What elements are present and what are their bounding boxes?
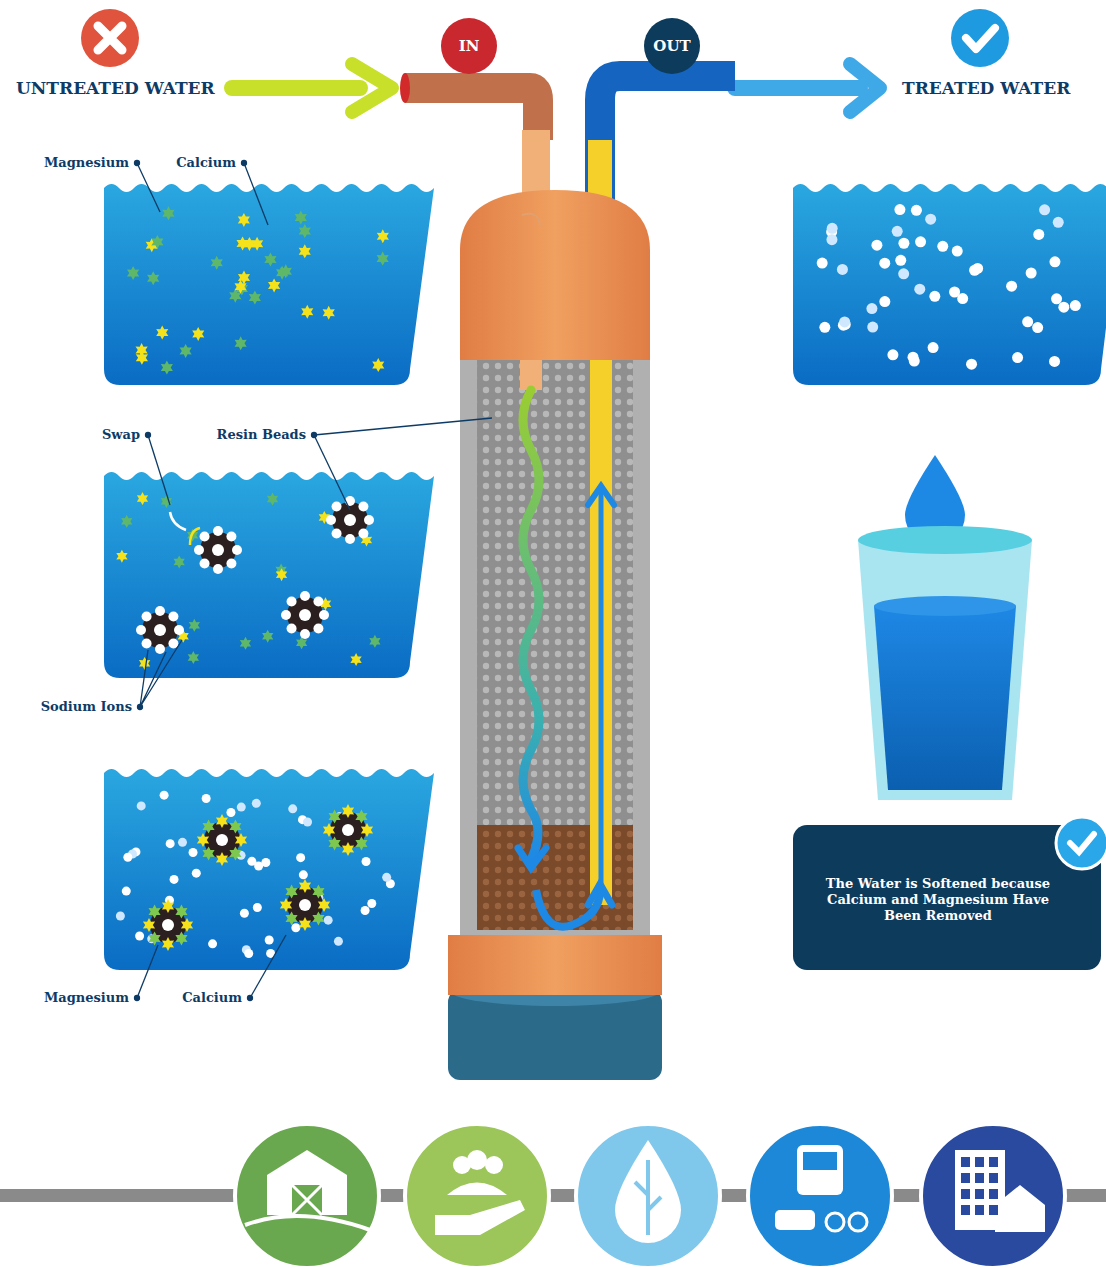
resin-bead [197,814,247,866]
building-icon [921,1124,1065,1268]
farm-icon [235,1124,379,1268]
transport-icon [748,1124,892,1268]
water-panel [104,769,434,970]
check-marker [951,9,1009,67]
glass [858,540,1032,800]
resin-bead [280,879,330,931]
riser-tube [590,360,612,905]
water-panel [104,472,434,678]
resin-bead [281,591,329,639]
check-marker [1056,817,1106,869]
inlet-marker: IN [441,18,497,74]
ion-label: Calcium [176,155,236,170]
resin-bead [136,606,184,654]
part-label: Resin Beads [217,427,306,442]
x-marker [81,9,139,67]
outlet-label: TREATED WATER [902,78,1070,98]
resin-bead [326,496,374,544]
node-text: The Water is Softened because Calcium an… [823,876,1053,925]
node-text: IN [459,37,480,56]
resin-bead [194,526,242,574]
inlet-pipe [405,88,538,140]
water-icon [576,1124,720,1268]
resin-bead [323,804,373,856]
outlet-marker: OUT [644,18,700,74]
inlet-label: UNTREATED WATER [16,78,215,98]
part-label: Sodium Ions [41,699,132,714]
ion-label: Calcium [182,990,242,1005]
tank-body [460,340,650,940]
community-icon [405,1124,549,1268]
result-box: The Water is Softened because Calcium an… [803,860,1073,940]
node-text: OUT [653,37,690,56]
outlet-pipe [600,76,735,200]
part-label: Swap [102,427,140,442]
water-panel [104,184,434,385]
resin-bead [143,899,193,951]
ion-label: Magnesium [44,990,129,1005]
ion-label: Magnesium [44,155,129,170]
water-panel [793,184,1106,385]
tank-dome [460,190,650,360]
